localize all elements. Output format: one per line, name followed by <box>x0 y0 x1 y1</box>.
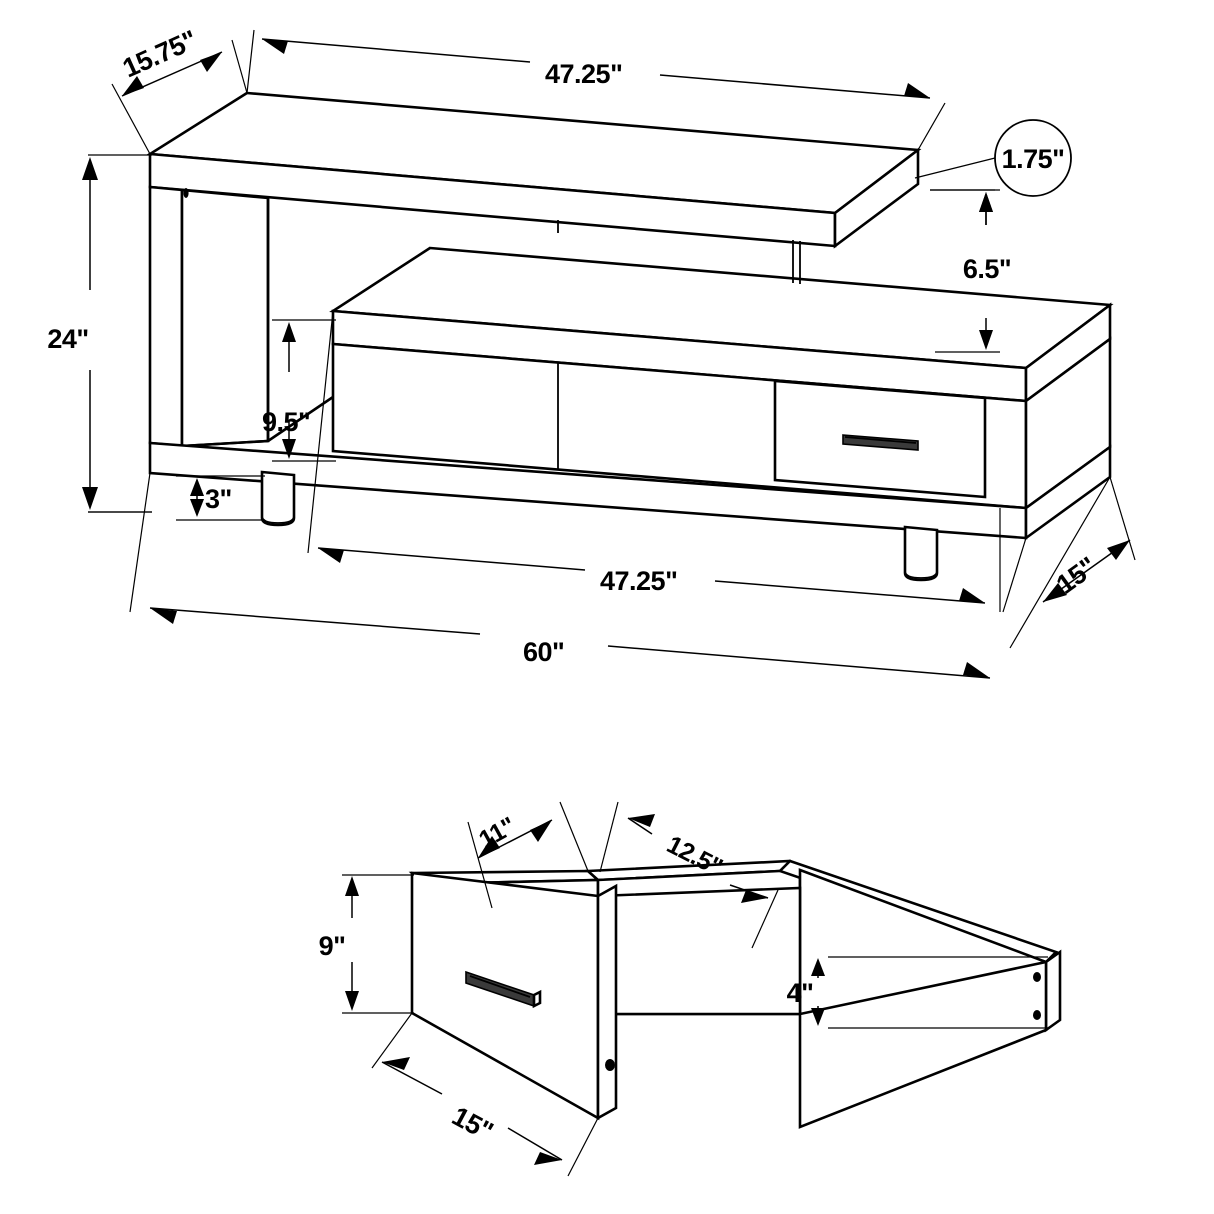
dim-width-lower-shelf: 47.25" <box>307 310 1001 612</box>
dim-label-width-top: 47.25" <box>545 59 622 89</box>
dim-overall-height: 24" <box>47 154 152 513</box>
drawer-detail-handle-end <box>532 989 542 1009</box>
dim-label-depth-top: 15.75" <box>118 25 201 84</box>
screw-hole-icon <box>183 188 189 198</box>
dim-label-drawer-back-height: 4" <box>787 978 814 1008</box>
dim-overall-width: 60" <box>88 472 1111 679</box>
drawer-back-panel-face <box>798 960 1048 1129</box>
dim-label-compartment: 9.5" <box>262 407 310 437</box>
drawer-handle-highlight <box>844 436 917 444</box>
dim-label-thickness: 1.75" <box>1002 144 1065 174</box>
dim-label-leg: 3" <box>205 484 232 514</box>
leg-left <box>260 470 296 527</box>
dim-drawer-back-height: 4" <box>787 956 1048 1029</box>
dim-label-overall-width: 60" <box>523 637 564 667</box>
screw-hole-back-lower-icon <box>1033 1010 1041 1020</box>
drawer-front-edge <box>596 883 618 1121</box>
dim-shelf-gap: 6.5" <box>930 189 1012 353</box>
screw-hole-back-upper-icon <box>1033 972 1041 982</box>
top-shelf-right-edge <box>833 147 920 249</box>
compartment-floor-diagonal <box>267 395 334 443</box>
drawer-back-panel-outer <box>1044 949 1062 1033</box>
base-plinth-top-edge <box>149 442 1027 509</box>
dim-label-drawer-width: 15" <box>447 1101 498 1147</box>
dim-label-overall-height: 24" <box>47 324 88 354</box>
dim-drawer-front-height: 9" <box>319 874 414 1014</box>
dim-label-shelf-gap: 6.5" <box>963 254 1011 284</box>
dim-thickness-callout: 1.75" <box>914 119 1072 225</box>
left-side-panel-inner <box>180 188 270 448</box>
dim-compartment-height: 9.5" <box>262 319 336 462</box>
drawer-floor <box>596 886 802 1016</box>
drawer-detail-handle-highlight <box>469 975 531 998</box>
dim-label-drawer-depth-left: 11" <box>474 812 520 854</box>
dim-label-drawer-front-height: 9" <box>319 931 346 961</box>
left-side-panel-front <box>148 185 184 448</box>
drawer-detail-unit <box>408 859 1062 1129</box>
main-tv-stand-unit <box>146 91 1114 582</box>
leg-right <box>903 525 939 582</box>
dim-width-top-shelf: 47.25" <box>246 29 946 151</box>
screw-hole-front-icon <box>605 1059 615 1071</box>
main-unit-dimensions: 15.75" 47.25" 1.75" <box>47 25 1136 679</box>
dim-label-width-lower: 47.25" <box>600 566 677 596</box>
dim-leg-height: 3" <box>176 475 265 521</box>
